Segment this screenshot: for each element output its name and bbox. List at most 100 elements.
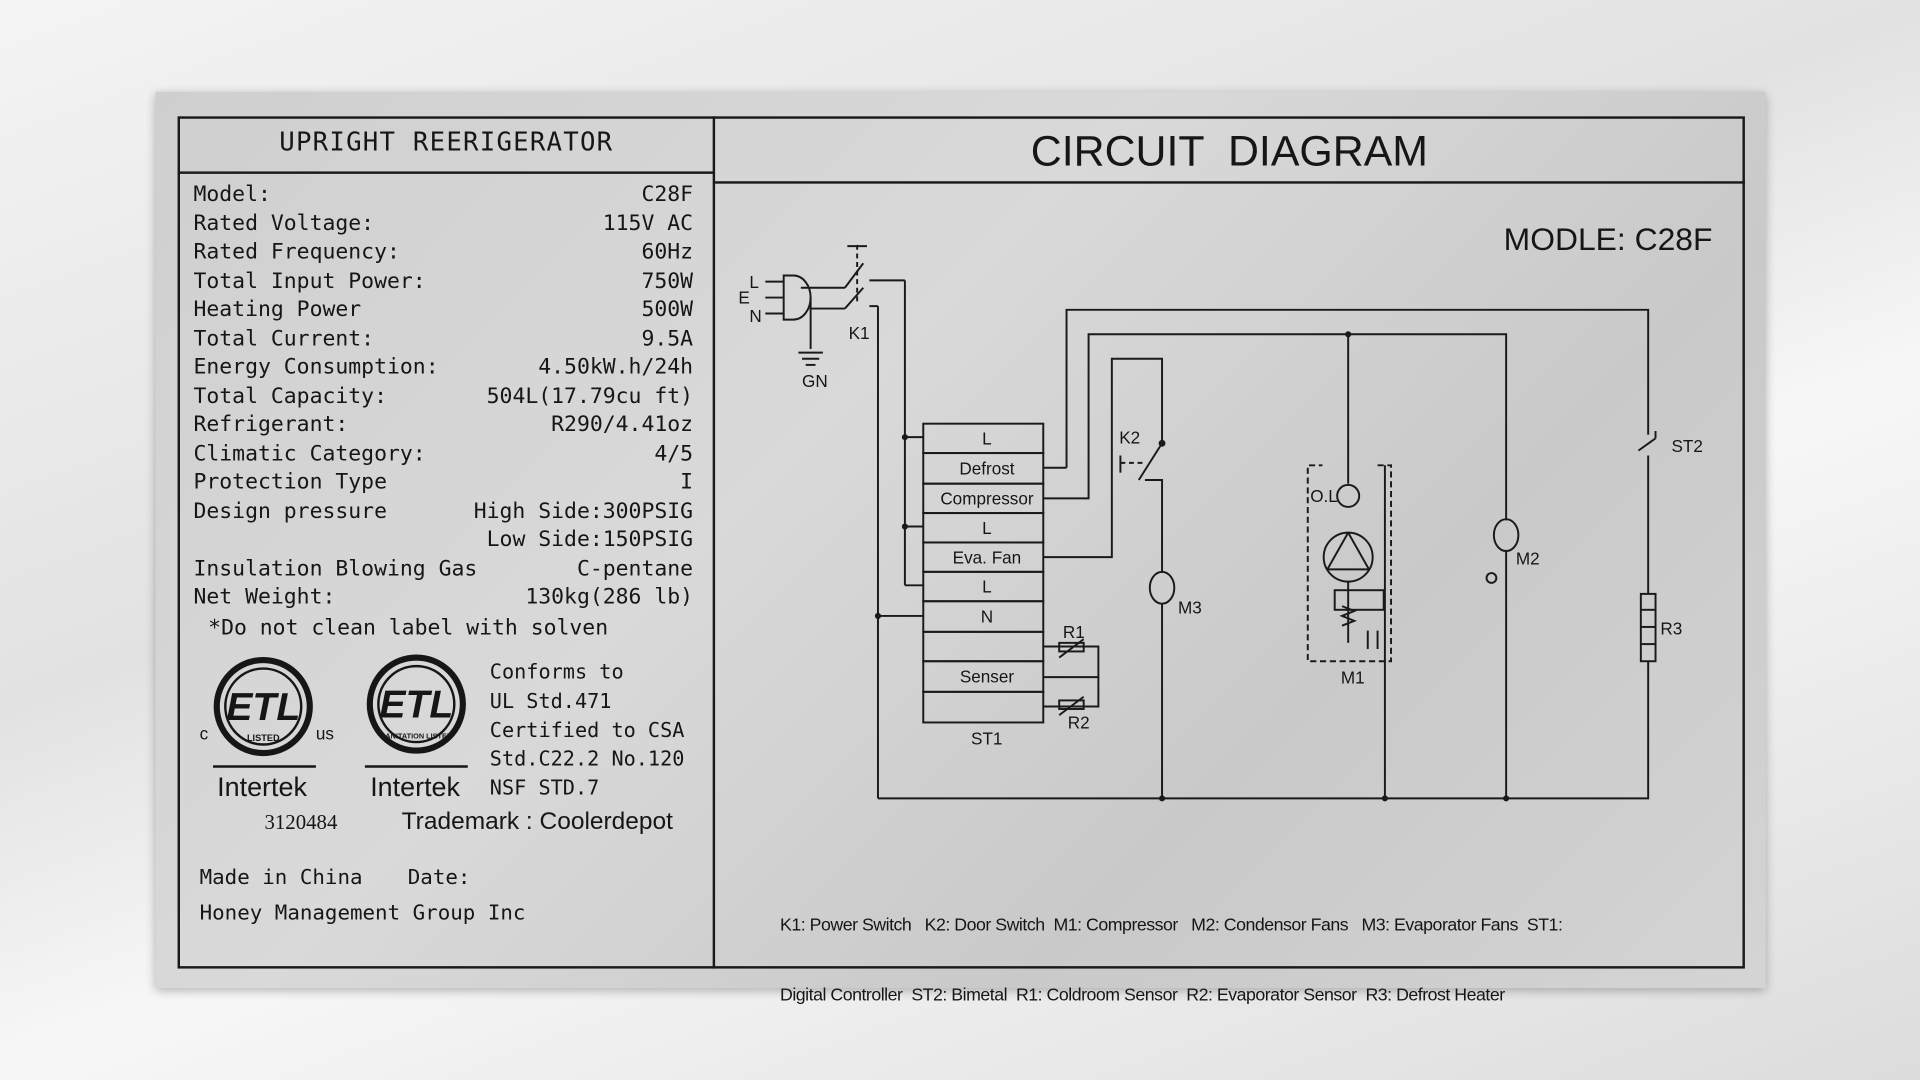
spec-label: Heating Power bbox=[193, 297, 362, 323]
spec-label: Energy Consumption: bbox=[193, 355, 439, 380]
panel-divider bbox=[712, 116, 716, 969]
bimetal-st2 bbox=[1637, 431, 1657, 452]
company-name: Honey Management Group Inc bbox=[199, 901, 526, 926]
intertek-brand: Intertek bbox=[370, 772, 460, 802]
controller-terminal: L bbox=[922, 512, 1045, 544]
label-n: N bbox=[749, 306, 761, 326]
conformance-line: Conforms to bbox=[489, 660, 624, 684]
spec-label: Net Weight: bbox=[193, 585, 336, 610]
terminal-label: L bbox=[982, 428, 992, 448]
power-switch-k1 bbox=[800, 244, 905, 310]
label-r3: R3 bbox=[1660, 618, 1682, 638]
trademark: Trademark : Coolerdepot bbox=[401, 808, 673, 836]
spec-value: R290/4.41oz bbox=[551, 412, 694, 438]
etl-number: 3120484 bbox=[264, 810, 338, 834]
etl-mark: ETL bbox=[226, 686, 300, 729]
spec-value: 4.50kW.h/24h bbox=[538, 355, 694, 380]
spec-row: Low Side:150PSIG bbox=[193, 528, 693, 556]
door-switch-k2 bbox=[1119, 439, 1166, 481]
spec-row: Heating Power 500W bbox=[193, 298, 693, 326]
spec-row: Rated Frequency: 60Hz bbox=[193, 240, 693, 268]
date-label: Date: bbox=[407, 865, 471, 891]
spec-value: High Side:300PSIG bbox=[473, 498, 694, 524]
label-gn: GN bbox=[802, 371, 828, 391]
spec-value: 504L(17.79cu ft) bbox=[486, 383, 694, 409]
etl-sanitation-logo: ETL SANITATION LISTED Intertek bbox=[364, 654, 468, 802]
spec-label: Climatic Category: bbox=[193, 441, 426, 466]
spec-value: 115V AC bbox=[602, 211, 694, 236]
spec-value: I bbox=[680, 470, 694, 495]
etl-mark: ETL bbox=[379, 684, 453, 727]
etl-listed-logo: ETL LISTED c us Intertek bbox=[200, 656, 334, 802]
spec-label: Rated Frequency: bbox=[193, 240, 400, 265]
conformance-line: Certified to CSA bbox=[489, 718, 685, 742]
spec-value: Low Side:150PSIG bbox=[486, 527, 694, 553]
label-m2: M2 bbox=[1516, 548, 1540, 568]
spec-label: Protection Type bbox=[193, 470, 387, 495]
power-plug-icon bbox=[765, 274, 823, 366]
spec-value: 500W bbox=[641, 297, 694, 323]
spec-value: C-pentane bbox=[576, 556, 694, 582]
label-k2: K2 bbox=[1119, 427, 1140, 447]
conformance-line: UL Std.471 bbox=[489, 689, 612, 713]
spec-label: Model: bbox=[193, 182, 271, 207]
conformance-line: Std.C22.2 No.120 bbox=[489, 747, 685, 771]
compressor-m1 bbox=[1306, 464, 1393, 663]
terminal-label: Compressor bbox=[940, 488, 1034, 508]
spec-row: Climatic Category: 4/5 bbox=[193, 441, 693, 469]
etl-us-mark: us bbox=[316, 724, 334, 744]
label-m3: M3 bbox=[1178, 597, 1202, 617]
spec-label: Total Input Power: bbox=[193, 268, 426, 294]
spec-value: 9.5A bbox=[641, 326, 694, 351]
spec-row: Total Input Power:750W bbox=[193, 269, 693, 297]
spec-value: 130kg(286 lb) bbox=[525, 585, 694, 610]
spec-row: Total Current: 9.5A bbox=[193, 326, 693, 354]
terminal-label: Eva. Fan bbox=[953, 547, 1022, 567]
model-label: MODLE: C28F bbox=[1503, 220, 1713, 258]
label-l: L bbox=[749, 272, 759, 292]
controller-terminal: Eva. Fan bbox=[922, 541, 1045, 573]
controller-terminal: L bbox=[922, 422, 1045, 455]
label-e: E bbox=[738, 288, 749, 308]
legend-line: Digital Controller ST2: Bimetal R1: Cold… bbox=[780, 985, 1505, 1006]
spec-label: Insulation Blowing Gas bbox=[193, 556, 478, 582]
spec-row: Energy Consumption: 4.50kW.h/24h bbox=[193, 355, 693, 383]
left-header-line bbox=[177, 171, 714, 174]
label-r1: R1 bbox=[1063, 622, 1085, 642]
spec-row: Rated Voltage:115V AC bbox=[193, 211, 693, 239]
spec-row: Total Capacity: 504L(17.79cu ft) bbox=[193, 384, 693, 412]
warning-text: *Do not clean label with solven bbox=[208, 615, 609, 641]
label-r2: R2 bbox=[1068, 713, 1090, 733]
terminal-label: L bbox=[982, 577, 992, 597]
controller-terminal: Compressor bbox=[922, 482, 1045, 515]
terminal-label: L bbox=[982, 518, 992, 538]
product-title: UPRIGHT REERIGERATOR bbox=[279, 127, 614, 157]
etl-sanitation-sub: SANITATION LISTED bbox=[380, 731, 452, 740]
controller-terminal bbox=[922, 690, 1045, 724]
label-st1: ST1 bbox=[971, 728, 1002, 748]
nameplate-border bbox=[177, 116, 1745, 969]
condenser-fan-m2 bbox=[1492, 518, 1520, 553]
spec-label: Total Capacity: bbox=[193, 383, 387, 409]
terminal-label: N bbox=[981, 607, 993, 627]
evaporator-fan-m3 bbox=[1148, 570, 1176, 605]
controller-terminal bbox=[922, 630, 1045, 663]
spec-value: 60Hz bbox=[641, 240, 694, 265]
nameplate bbox=[155, 91, 1766, 989]
spec-value: C28F bbox=[641, 182, 694, 207]
spec-value: 4/5 bbox=[654, 441, 694, 466]
made-in: Made in China bbox=[199, 865, 363, 891]
conformance-line: NSF STD.7 bbox=[489, 776, 600, 800]
etl-listed-sub: LISTED bbox=[247, 733, 280, 743]
spec-label: Total Current: bbox=[193, 326, 375, 351]
controller-terminal: N bbox=[922, 600, 1045, 633]
component-legend: K1: Power Switch K2: Door Switch M1: Com… bbox=[780, 868, 1563, 1054]
controller-terminal: Defrost bbox=[922, 452, 1045, 485]
controller-terminal: L bbox=[922, 570, 1045, 603]
